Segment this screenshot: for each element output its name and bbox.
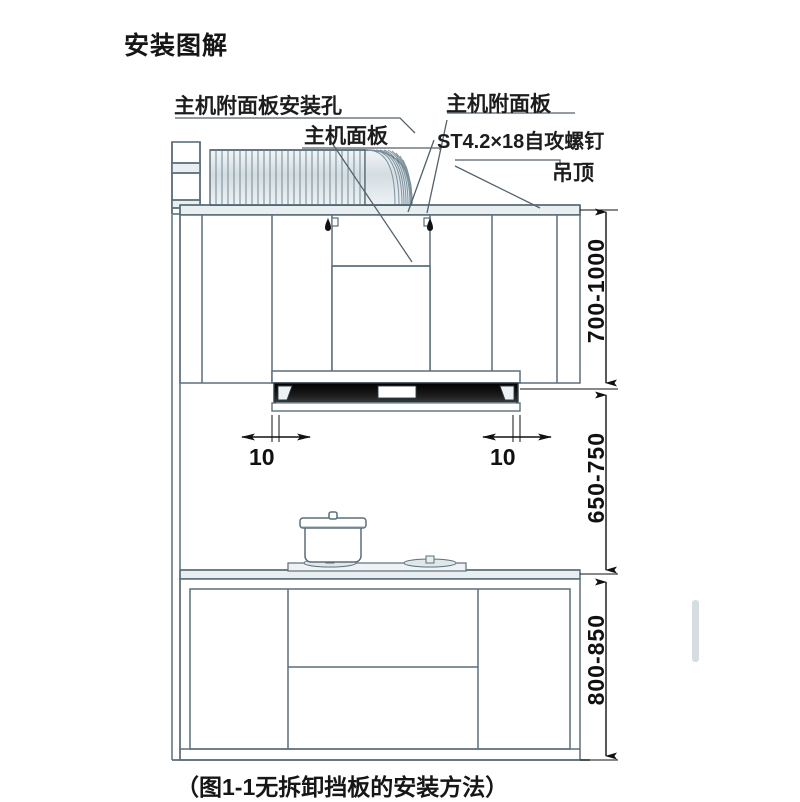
dimension-counter-to-floor: 800-850 — [583, 614, 609, 706]
callout-screw-spec: ST4.2×18自攻螺钉 — [437, 131, 605, 153]
horizontal-dimension-lines — [241, 415, 552, 442]
range-hood-body — [271, 370, 521, 412]
callout-ceiling: 吊顶 — [552, 162, 594, 185]
page-title: 安装图解 — [124, 32, 229, 60]
dimension-gap-right: 10 — [490, 444, 516, 470]
dimension-hood-to-counter: 650-750 — [583, 432, 609, 524]
callout-panel-mount-hole: 主机附面板安装孔 — [174, 95, 342, 118]
counter-and-lower-cabinet — [171, 215, 590, 761]
screw-markers — [325, 217, 433, 231]
dimension-hood-to-ceiling: 700-1000 — [583, 238, 609, 344]
callout-attached-panel: 主机附面板 — [446, 93, 551, 116]
vertical-dimension-lines — [520, 208, 618, 761]
page-scrollbar-thumb[interactable] — [692, 600, 699, 662]
dimension-gap-left: 10 — [249, 444, 275, 470]
callout-main-panel: 主机面板 — [304, 125, 388, 148]
callout-leader-lines — [175, 112, 575, 263]
cooking-pot — [299, 511, 367, 563]
figure-caption: （图1-1无拆卸挡板的安装方法） — [176, 774, 509, 800]
upper-cabinet-panels — [179, 214, 581, 384]
flexible-duct — [209, 149, 413, 206]
